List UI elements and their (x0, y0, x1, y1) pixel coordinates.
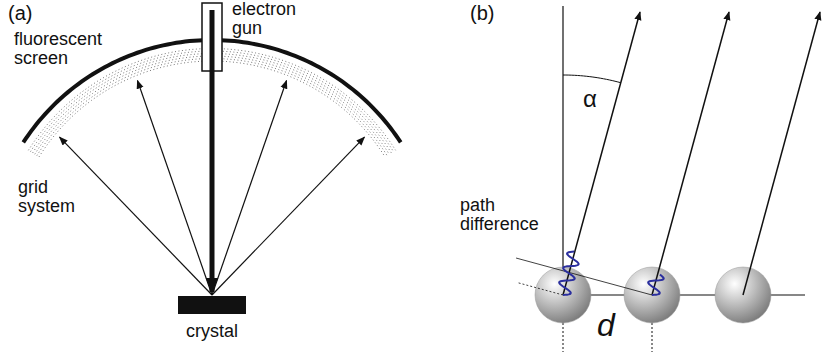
wavefront-line (516, 258, 652, 295)
panel-label: (b) (470, 2, 494, 24)
scattered-rays (563, 12, 820, 295)
electron-wave (559, 252, 664, 295)
part-label: fluorescent screen (14, 30, 102, 68)
part-label: path difference (460, 196, 539, 234)
part-label: grid system (18, 178, 75, 216)
angle-symbol: α (583, 86, 597, 112)
part-label: crystal (186, 322, 238, 341)
part-label: electron gun (232, 0, 296, 38)
crystal-sample (178, 296, 246, 314)
electron-beam (210, 10, 215, 292)
angle-arc (563, 75, 621, 83)
dimension-label: d (597, 308, 615, 343)
panel-label: (a) (8, 2, 32, 24)
wavefront-line (517, 282, 563, 295)
